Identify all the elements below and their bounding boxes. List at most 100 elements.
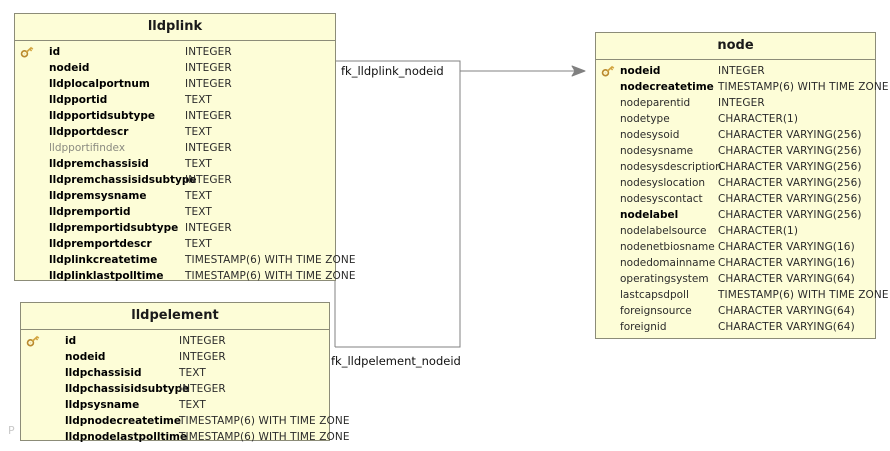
relationship-label-fk-lldpelement-nodeid[interactable]: fk_lldpelement_nodeid [331,354,461,368]
column-name: nodesyslocation [620,177,706,189]
entity-title-lldpelement: lldpelement [21,303,329,330]
primary-key-icon [601,64,617,78]
relationship-label-fk-lldplink-nodeid[interactable]: fk_lldplink_nodeid [341,64,444,78]
column-row: nodesysname CHARACTER VARYING(256) [596,143,875,159]
column-type: TIMESTAMP(6) WITH TIME ZONE [179,415,350,427]
column-type: TEXT [185,238,212,250]
column-row: nodeid INTEGER [596,63,875,79]
column-name: lldpremchassisid [49,158,149,170]
column-name: nodeid [49,62,90,74]
column-name: lldpsysname [65,399,140,411]
column-name: lldplinklastpolltime [49,270,164,282]
column-name: lldpremportidsubtype [49,222,179,234]
column-type: CHARACTER VARYING(256) [718,193,862,205]
arrow-head-icon [571,65,586,77]
column-name: nodelabel [620,209,679,221]
column-type: TEXT [185,126,212,138]
column-type: TIMESTAMP(6) WITH TIME ZONE [185,254,356,266]
column-type: INTEGER [185,222,232,234]
column-name: nodecreatetime [620,81,714,93]
column-row: id INTEGER [21,333,329,349]
connector-fk-lldpelement-nodeid [335,61,461,348]
column-row: lldpportid TEXT [15,92,335,108]
primary-key-icon [20,45,36,59]
column-row: lldpremportdescr TEXT [15,236,335,252]
column-type: TIMESTAMP(6) WITH TIME ZONE [718,81,889,93]
primary-key-icon [26,334,42,348]
column-name: nodeparentid [620,97,691,109]
column-type: INTEGER [185,62,232,74]
column-name: lldpportidsubtype [49,110,156,122]
column-name: lldplocalportnum [49,78,150,90]
column-type: TEXT [185,94,212,106]
column-row: nodetype CHARACTER(1) [596,111,875,127]
column-type: CHARACTER VARYING(16) [718,241,855,253]
column-row: lldplinkcreatetime TIMESTAMP(6) WITH TIME… [15,252,355,268]
column-name: lldpportid [49,94,108,106]
column-name: nodesyscontact [620,193,703,205]
primary-key-icon [26,335,40,347]
column-type: INTEGER [185,110,232,122]
column-name: id [65,335,77,347]
primary-key-icon [601,65,615,77]
entity-columns-node: nodeid INTEGER nodecreatetime TIMESTAMP(6) … [596,60,888,339]
column-name: nodeid [65,351,106,363]
column-name: nodesysdescription [620,161,722,173]
column-row: lldpportidsubtype INTEGER [15,108,335,124]
column-name: lldpremportid [49,206,131,218]
column-row: nodesyscontact CHARACTER VARYING(256) [596,191,875,207]
column-type: INTEGER [179,383,226,395]
column-type: INTEGER [179,335,226,347]
column-type: CHARACTER(1) [718,225,799,237]
column-row: nodelabelsource CHARACTER(1) [596,223,875,239]
column-row: nodecreatetime TIMESTAMP(6) WITH TIME ZON… [596,79,888,95]
column-row: lldpremportid TEXT [15,204,335,220]
primary-key-icon [20,46,34,58]
column-row: foreignsource CHARACTER VARYING(64) [596,303,875,319]
column-row: lldpsysname TEXT [21,397,329,413]
column-row: nodesyslocation CHARACTER VARYING(256) [596,175,875,191]
column-name: nodenetbiosname [620,241,715,253]
column-type: INTEGER [185,174,232,186]
column-type: TIMESTAMP(6) WITH TIME ZONE [185,270,356,282]
column-type: INTEGER [718,65,765,77]
column-type: TEXT [185,206,212,218]
column-name: lldpremchassisidsubtype [49,174,197,186]
column-name: foreignsource [620,305,692,317]
column-type: INTEGER [185,142,232,154]
column-type: INTEGER [179,351,226,363]
column-name: nodelabelsource [620,225,707,237]
column-name: lldpremsysname [49,190,147,202]
column-name: lldpnodelastpolltime [65,431,188,443]
column-type: CHARACTER VARYING(256) [718,161,862,173]
column-type: CHARACTER VARYING(64) [718,305,855,317]
column-name: lldpchassisid [65,367,142,379]
column-type: TEXT [179,399,206,411]
column-name: lldpnodecreatetime [65,415,181,427]
column-type: CHARACTER(1) [718,113,799,125]
column-name: lldplinkcreatetime [49,254,158,266]
column-name: lldpremportdescr [49,238,152,250]
column-type: CHARACTER VARYING(256) [718,145,862,157]
column-name: nodetype [620,113,670,125]
column-name: nodesysname [620,145,694,157]
column-name: nodedomainname [620,257,716,269]
column-name: nodeid [620,65,661,77]
column-type: CHARACTER VARYING(256) [718,177,862,189]
